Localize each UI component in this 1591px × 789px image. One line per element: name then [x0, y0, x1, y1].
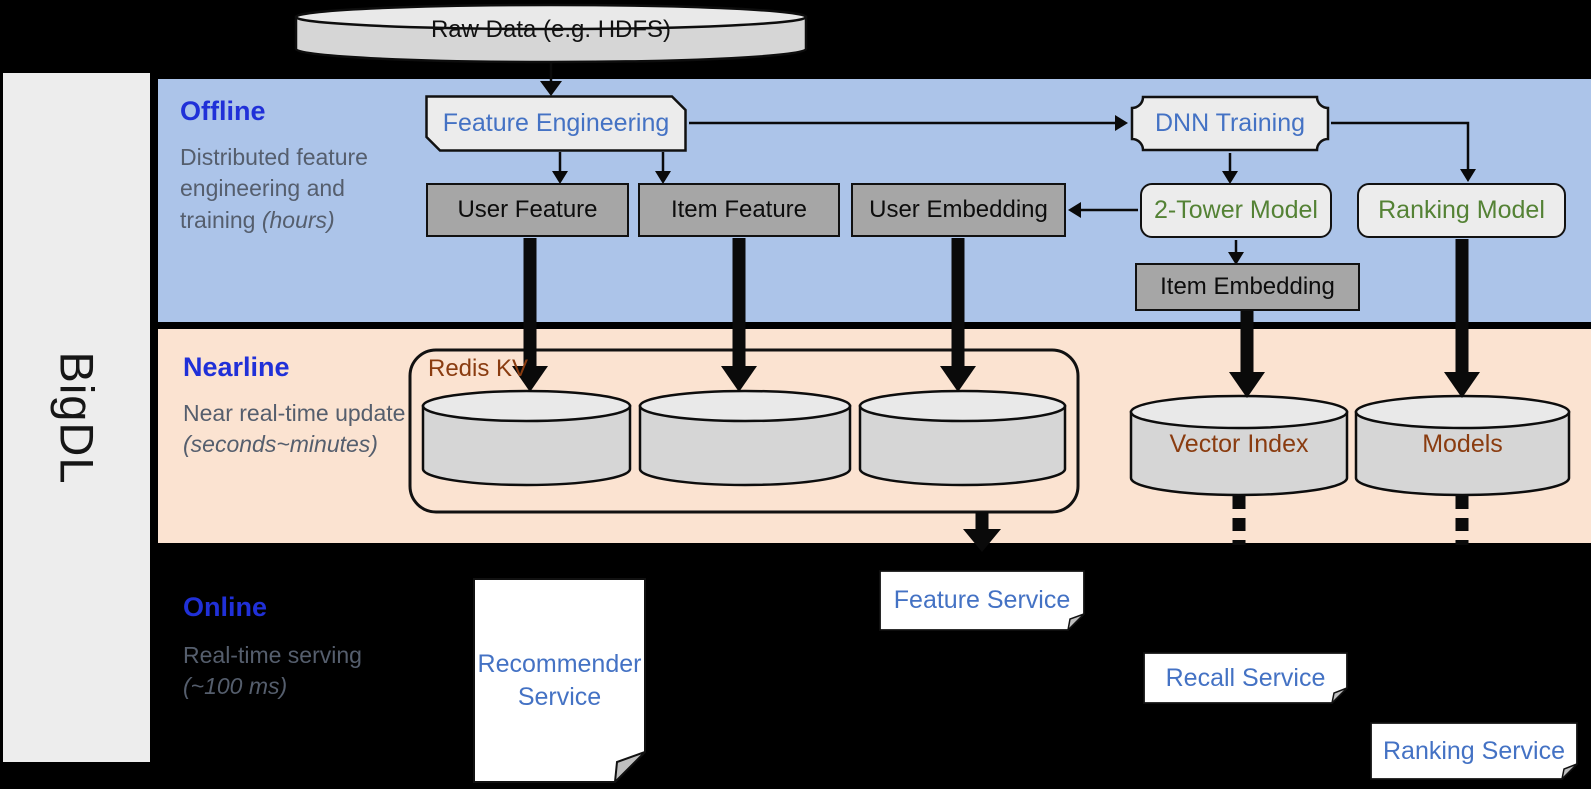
models-label: Models — [1422, 430, 1503, 458]
connector-dnn-to-two-tower — [1222, 153, 1238, 184]
models-cylinder — [1354, 394, 1571, 497]
connector-item-embedding-to-vector-index — [1229, 311, 1265, 398]
ranking-model-label: Ranking Model — [1378, 196, 1545, 224]
item-embedding-label: Item Embedding — [1160, 273, 1335, 300]
ranking-service-node: Ranking Service — [1370, 722, 1578, 780]
user-feature-label: User Feature — [457, 196, 598, 223]
recommender-service-node: Recommender Service — [473, 578, 646, 783]
two-tower-model-node: 2-Tower Model — [1140, 183, 1332, 238]
offline-title: Offline — [180, 96, 266, 126]
connector-rawdata-to-feature-engineering — [540, 63, 562, 96]
raw-data-label: Raw Data (e.g. HDFS) — [430, 16, 672, 43]
connector-two-tower-to-user-embedding — [1068, 202, 1138, 218]
ranking-service-label: Ranking Service — [1382, 736, 1566, 765]
connector-item-feature-to-redis — [721, 238, 757, 392]
connector-user-feature-to-redis — [512, 238, 548, 392]
connector-fe-to-dnn-training — [689, 115, 1128, 131]
connector-two-tower-to-item-embedding — [1228, 240, 1244, 265]
online-desc-italic: (~100 ms) — [183, 673, 288, 700]
dnn-training-label: DNN Training — [1154, 109, 1306, 137]
user-embedding-label: User Embedding — [869, 196, 1048, 223]
redis-cylinder-2 — [638, 389, 852, 487]
connector-user-embedding-to-redis — [940, 238, 976, 392]
item-feature-node: Item Feature — [638, 183, 840, 237]
nearline-desc-text: Near real-time update — [183, 400, 406, 426]
redis-cylinder-1 — [421, 389, 632, 487]
bigdl-sidebar: BigDL — [3, 73, 150, 762]
feature-service-label: Feature Service — [893, 586, 1071, 615]
feature-engineering-label: Feature Engineering — [442, 109, 670, 137]
connector-ranking-model-to-models — [1444, 239, 1480, 398]
offline-description: Distributed feature engineering and trai… — [180, 142, 420, 236]
two-tower-model-label: 2-Tower Model — [1154, 196, 1318, 224]
redis-kv-label: Redis KV — [428, 355, 529, 382]
connector-fe-to-user-feature — [552, 152, 568, 184]
connector-fe-to-item-feature — [655, 152, 671, 184]
connector-dnn-to-ranking-model — [1331, 121, 1476, 182]
online-description: Real-time serving (~100 ms) — [183, 640, 373, 703]
vector-index-label: Vector Index — [1169, 430, 1309, 458]
nearline-title: Nearline — [183, 352, 290, 382]
nearline-description: Near real-time update (seconds~minutes) — [183, 398, 438, 461]
recall-service-node: Recall Service — [1143, 652, 1348, 704]
item-embedding-node: Item Embedding — [1135, 263, 1360, 311]
vector-index-cylinder — [1129, 394, 1349, 497]
offline-desc-italic: (hours) — [261, 206, 335, 233]
user-embedding-node: User Embedding — [851, 183, 1066, 237]
item-feature-label: Item Feature — [670, 196, 808, 223]
dnn-training-node: DNN Training — [1130, 95, 1330, 152]
feature-engineering-node: Feature Engineering — [425, 95, 687, 152]
nearline-desc-italic: (seconds~minutes) — [183, 431, 378, 458]
feature-service-node: Feature Service — [879, 570, 1085, 631]
redis-cylinder-3 — [858, 389, 1067, 487]
recommender-service-label: Recommender Service — [477, 650, 642, 711]
connector-redis-to-feature-service — [963, 512, 1001, 552]
offline-desc-text: Distributed feature engineering and trai… — [180, 144, 368, 233]
recall-service-label: Recall Service — [1165, 663, 1326, 692]
online-desc-text: Real-time serving — [183, 642, 362, 668]
online-title: Online — [183, 592, 268, 622]
raw-data-cylinder — [294, 3, 808, 64]
ranking-model-node: Ranking Model — [1357, 183, 1566, 238]
user-feature-node: User Feature — [426, 183, 629, 237]
